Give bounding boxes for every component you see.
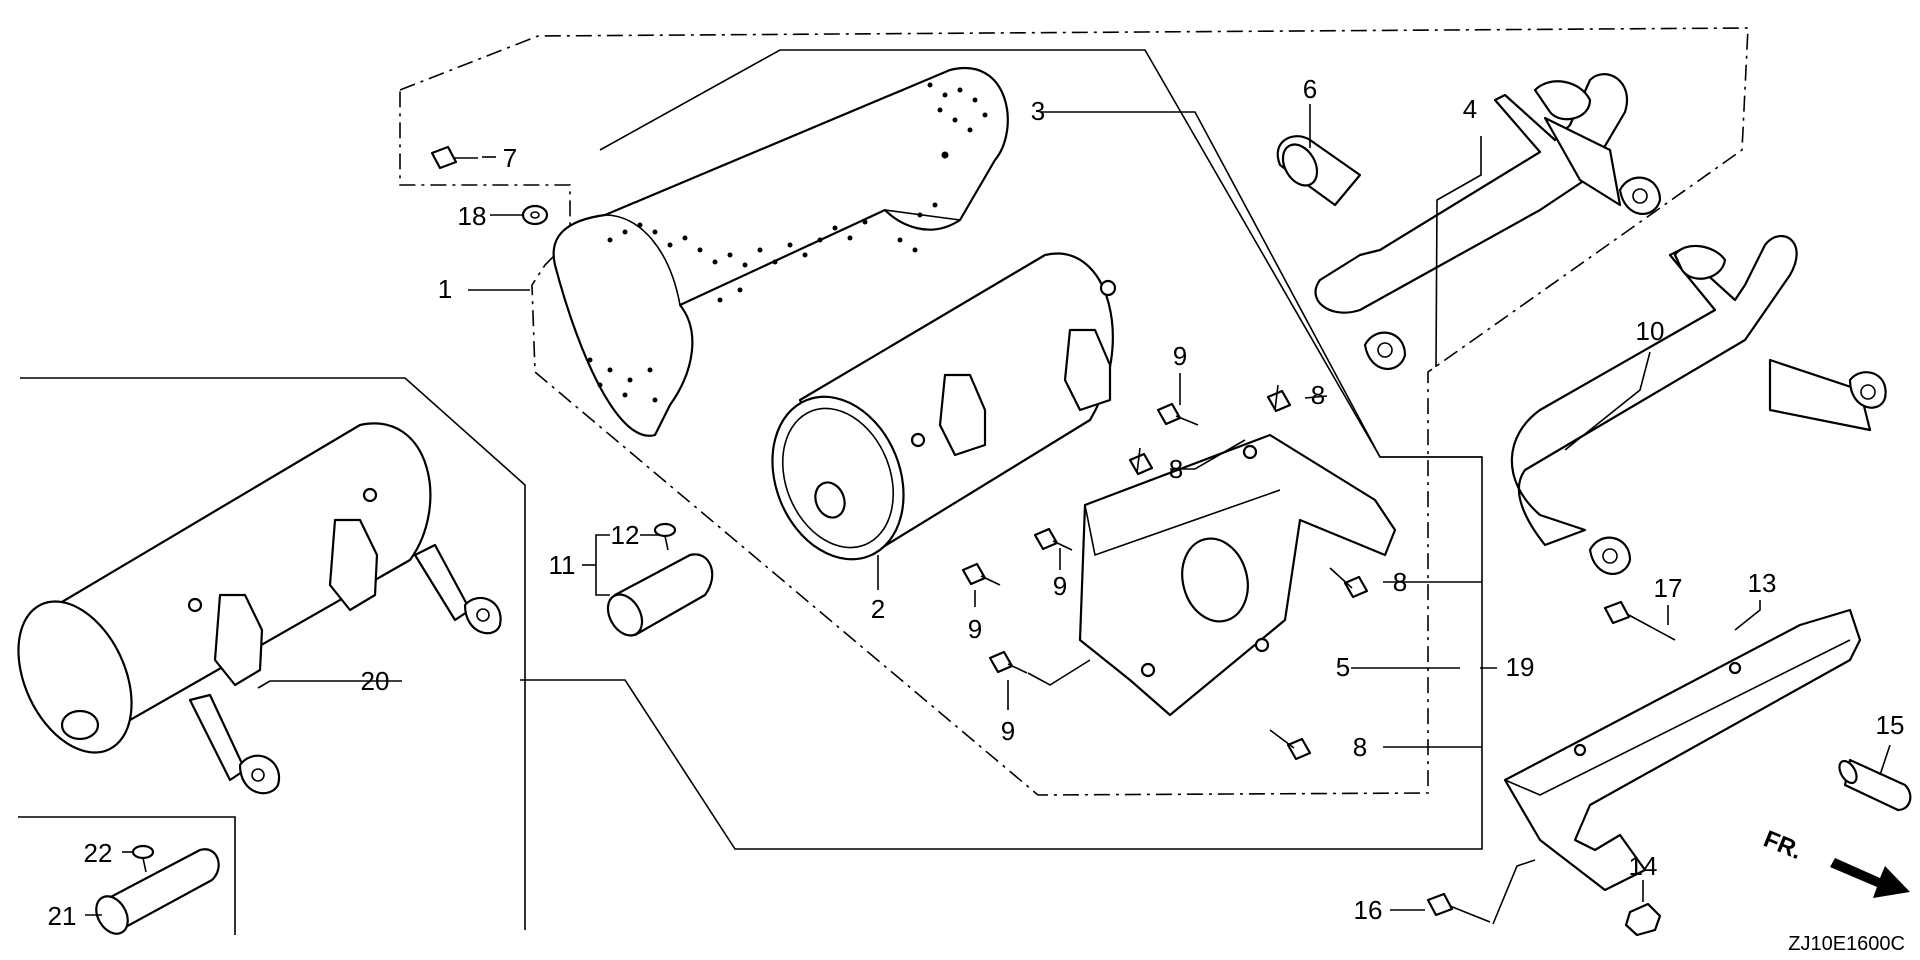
callout-1: 1 xyxy=(438,274,452,304)
callout-9c: 9 xyxy=(968,614,982,644)
callout-16: 16 xyxy=(1354,895,1383,925)
nut-part-14 xyxy=(1624,902,1662,937)
callout-10: 10 xyxy=(1636,316,1665,346)
callout-19: 19 xyxy=(1506,652,1535,682)
callout-20: 20 xyxy=(361,666,390,696)
callout-8c: 8 xyxy=(1393,567,1407,597)
exhaust-pipe-part-10 xyxy=(1510,234,1887,575)
bolt-part-8d xyxy=(1269,729,1312,761)
callout-8a: 8 xyxy=(1311,380,1325,410)
front-direction-indicator: FR. xyxy=(1760,826,1910,898)
washer-part-18 xyxy=(521,204,549,226)
screw-part-12 xyxy=(653,522,677,551)
bolt-part-8b xyxy=(1128,447,1154,476)
protector-part-13 xyxy=(1503,608,1862,892)
callout-5: 5 xyxy=(1336,652,1350,682)
bolt-part-8a xyxy=(1266,384,1292,413)
callout-7: 7 xyxy=(503,143,517,173)
clamp-part-6 xyxy=(1276,135,1362,207)
drawing-code: ZJ10E1600C xyxy=(1788,933,1905,955)
callout-14: 14 xyxy=(1629,851,1658,881)
callout-9b: 9 xyxy=(1053,571,1067,601)
callout-4: 4 xyxy=(1463,94,1477,124)
bolt-part-16 xyxy=(1426,892,1491,923)
callout-15: 15 xyxy=(1876,710,1905,740)
bolt-part-9a xyxy=(1156,402,1199,426)
callout-11: 11 xyxy=(549,550,576,580)
direction-arrow-icon xyxy=(1830,858,1910,898)
callout-18: 18 xyxy=(458,201,487,231)
bolt-part-17 xyxy=(1603,600,1676,641)
callout-3: 3 xyxy=(1031,96,1045,126)
bolt-part-9c xyxy=(961,562,1001,586)
tail-pipe-part-11 xyxy=(606,553,714,637)
callout-8d: 8 xyxy=(1353,732,1367,762)
bolt-part-9d xyxy=(988,650,1028,674)
callout-12: 12 xyxy=(611,520,640,550)
direction-label: FR. xyxy=(1760,826,1806,866)
bolt-part-9b xyxy=(1033,527,1073,551)
protector-part-5 xyxy=(1078,433,1397,717)
bolt-part-8c xyxy=(1329,567,1369,599)
callout-labels: 1 2 3 4 5 6 7 8 8 8 8 9 9 9 9 10 11 12 1… xyxy=(48,74,1905,931)
callout-9a: 9 xyxy=(1173,341,1187,371)
hardware xyxy=(95,135,1912,937)
callout-17: 17 xyxy=(1654,573,1683,603)
leader-lines xyxy=(85,104,1891,925)
tail-pipe-part-21 xyxy=(95,848,220,935)
spacer-part-15 xyxy=(1838,758,1912,812)
callout-6: 6 xyxy=(1303,74,1317,104)
bolt-part-7 xyxy=(430,145,478,170)
callout-13: 13 xyxy=(1748,568,1777,598)
exhaust-pipe-part-4 xyxy=(1314,73,1662,370)
muffler-part-20 xyxy=(17,422,502,795)
muffler-part-2 xyxy=(771,252,1117,561)
heat-shield-part-3 xyxy=(552,67,1009,437)
callout-9d: 9 xyxy=(1001,716,1015,746)
screw-part-22 xyxy=(131,844,155,873)
callout-22: 22 xyxy=(84,838,113,868)
callout-8b: 8 xyxy=(1169,454,1183,484)
callout-21: 21 xyxy=(48,901,77,931)
shield-perforations xyxy=(587,82,988,403)
callout-2: 2 xyxy=(871,594,885,624)
